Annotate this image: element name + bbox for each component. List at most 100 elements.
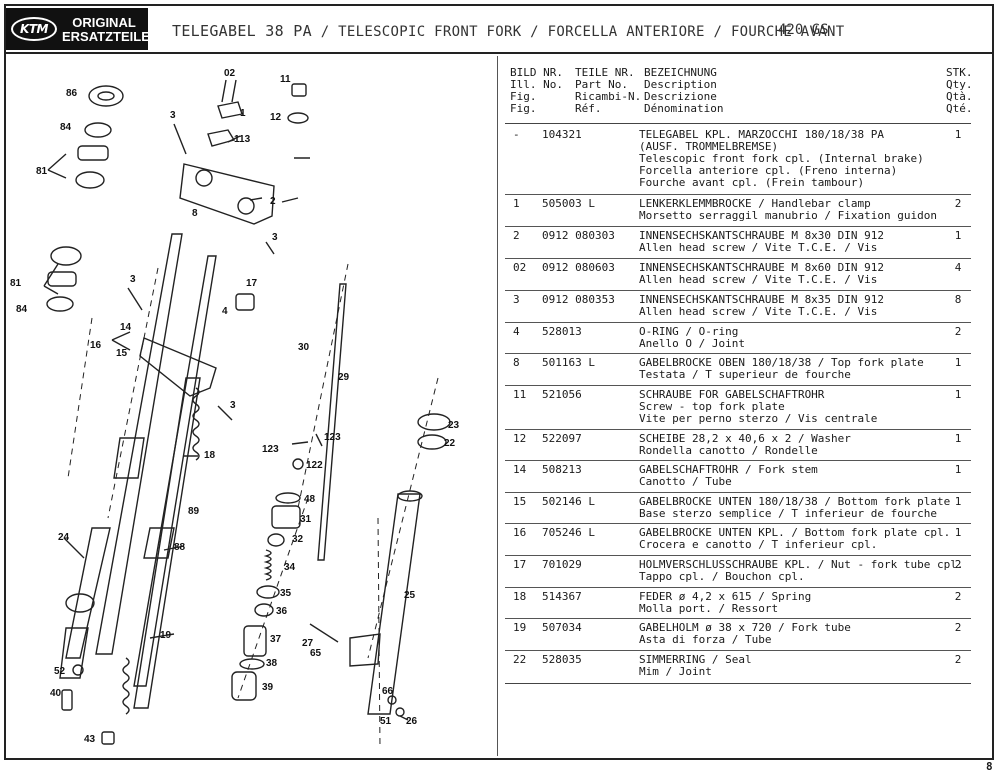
row-description-line: Vite per perno sterzo / Vis centrale xyxy=(639,412,878,425)
spring-part xyxy=(192,387,200,461)
callout: 122 xyxy=(306,460,323,471)
row-part-number: 0912 080303 xyxy=(542,229,615,242)
row-description: TELEGABEL KPL. MARZOCCHI 180/18/38 PA(AU… xyxy=(639,129,961,189)
row-part-number: 521056 xyxy=(542,388,582,401)
row-description-line: INNENSECHSKANTSCHRAUBE M 8x60 DIN 912 xyxy=(639,261,885,274)
callout: 32 xyxy=(292,534,304,545)
callout: 17 xyxy=(246,278,258,289)
row-description-line: Allen head screw / Vite T.C.E. / Vis xyxy=(639,241,878,254)
row-part-number: 514367 xyxy=(542,590,582,603)
page-title-main: TELEGABEL 38 PA xyxy=(172,22,312,40)
row-description-line: SCHRAUBE FOR GABELSCHAFTROHR xyxy=(639,388,825,401)
callout: 1 xyxy=(240,108,246,119)
row-separator xyxy=(505,226,971,227)
row-fig-number: 19 xyxy=(513,621,527,634)
row-description-line: HOLMVERSCHLUSSCHRAUBE KPL. / Nut - fork … xyxy=(639,558,964,571)
row-quantity: 2 xyxy=(954,325,962,338)
row-fig-number: 3 xyxy=(513,293,520,306)
row-separator xyxy=(505,322,971,323)
row-description: GABELBROCKE UNTEN 180/18/38 / Bottom for… xyxy=(639,496,961,520)
row-separator xyxy=(505,492,971,493)
row-description-line: Allen head screw / Vite T.C.E. / Vis xyxy=(639,305,878,318)
row-part-number: 0912 080353 xyxy=(542,293,615,306)
row-part-number: 501163 L xyxy=(542,356,595,369)
row-separator xyxy=(505,587,971,588)
row-description: GABELBROCKE OBEN 180/18/38 / Top fork pl… xyxy=(639,357,961,381)
row-description-line: O-RING / O-ring xyxy=(639,325,739,338)
row-fig-number: 8 xyxy=(513,356,520,369)
page-title: TELEGABEL 38 PA / TELESCOPIC FRONT FORK … xyxy=(172,22,844,40)
row-part-number: 0912 080603 xyxy=(542,261,615,274)
exploded-fork-diagram: 86 84 81 81 84 02 1 113 3 11 12 8 2 3 17… xyxy=(10,68,460,749)
row-quantity: 2 xyxy=(954,197,962,210)
bearing-84-part xyxy=(84,122,112,138)
row-fig-number: 1 xyxy=(513,197,520,210)
callout: 12 xyxy=(270,112,282,123)
row-description-line: LENKERKLEMMBROCKE / Handlebar clamp xyxy=(639,197,871,210)
callout: 52 xyxy=(54,666,66,677)
right-lower-leg-part xyxy=(367,493,421,715)
row-description-line: INNENSECHSKANTSCHRAUBE M 8x35 DIN 912 xyxy=(639,293,885,306)
callout: 36 xyxy=(276,606,288,617)
row-description-line: Rondella canotto / Rondelle xyxy=(639,444,818,457)
row-description-line: SCHEIBE 28,2 x 40,6 x 2 / Washer xyxy=(639,432,851,445)
callout: 3 xyxy=(170,110,176,121)
callout: 26 xyxy=(406,716,418,727)
callout: 19 xyxy=(160,630,172,641)
row-separator xyxy=(505,353,971,354)
callout: 29 xyxy=(338,372,350,383)
row-description-line: (AUSF. TROMMELBREMSE) xyxy=(639,140,779,153)
callout: 84 xyxy=(60,122,72,133)
row-description-line: TELEGABEL KPL. MARZOCCHI 180/18/38 PA xyxy=(639,128,885,141)
row-quantity: 2 xyxy=(954,590,962,603)
right-fork-tube-part xyxy=(133,377,201,709)
header-description: BEZEICHNUNG Description Descrizione Déno… xyxy=(644,66,724,115)
row-description-line: Screw - top fork plate xyxy=(639,400,785,413)
ktm-logo-mark: KTM xyxy=(11,17,57,41)
row-part-number: 505003 L xyxy=(542,197,595,210)
row-quantity: 2 xyxy=(954,653,962,666)
row-separator xyxy=(505,194,971,195)
callout: 22 xyxy=(444,438,456,449)
table-bottom-rule xyxy=(505,683,971,684)
row-description-line: Fourche avant cpl. (Frein tambour) xyxy=(639,176,865,189)
callout: 123 xyxy=(324,432,341,443)
bearing-81-part xyxy=(77,145,109,161)
callout: 11 xyxy=(280,74,291,85)
callout: 39 xyxy=(262,682,274,693)
callout: 3 xyxy=(130,274,136,285)
row-fig-number: 17 xyxy=(513,558,527,571)
callout: 15 xyxy=(116,348,128,359)
row-separator xyxy=(505,290,971,291)
row-description-line: GABELBROCKE UNTEN 180/18/38 / Bottom for… xyxy=(639,495,951,508)
callout: 8 xyxy=(192,208,198,219)
row-part-number: 705246 L xyxy=(542,526,595,539)
parts-table-header: BILD NR. Ill. No. Fig. Fig. TEILE NR. Pa… xyxy=(510,67,980,123)
row-description-line: Testata / T superieur de fourche xyxy=(639,368,851,381)
row-fig-number: 4 xyxy=(513,325,520,338)
callout: 48 xyxy=(304,494,316,505)
row-fig-number: - xyxy=(513,128,520,141)
row-description-line: Allen head screw / Vite T.C.E. / Vis xyxy=(639,273,878,286)
bottom-fork-plate-part xyxy=(139,337,217,397)
row-separator xyxy=(505,523,971,524)
callout: 24 xyxy=(58,532,70,543)
top-fork-plate-part xyxy=(179,163,275,225)
callout: 81 xyxy=(36,166,48,177)
callout: 31 xyxy=(300,514,312,525)
row-quantity: 1 xyxy=(954,432,962,445)
callout: 35 xyxy=(280,588,292,599)
row-quantity: 1 xyxy=(954,463,962,476)
callout: 4 xyxy=(222,306,228,317)
callout: 3 xyxy=(230,400,236,411)
row-part-number: 508213 xyxy=(542,463,582,476)
row-description-line: Mim / Joint xyxy=(639,665,712,678)
logo-line-2: ERSATZTEILE xyxy=(62,29,150,44)
row-part-number: 528035 xyxy=(542,653,582,666)
row-description-line: GABELSCHAFTROHR / Fork stem xyxy=(639,463,818,476)
callout: 113 xyxy=(234,134,251,145)
